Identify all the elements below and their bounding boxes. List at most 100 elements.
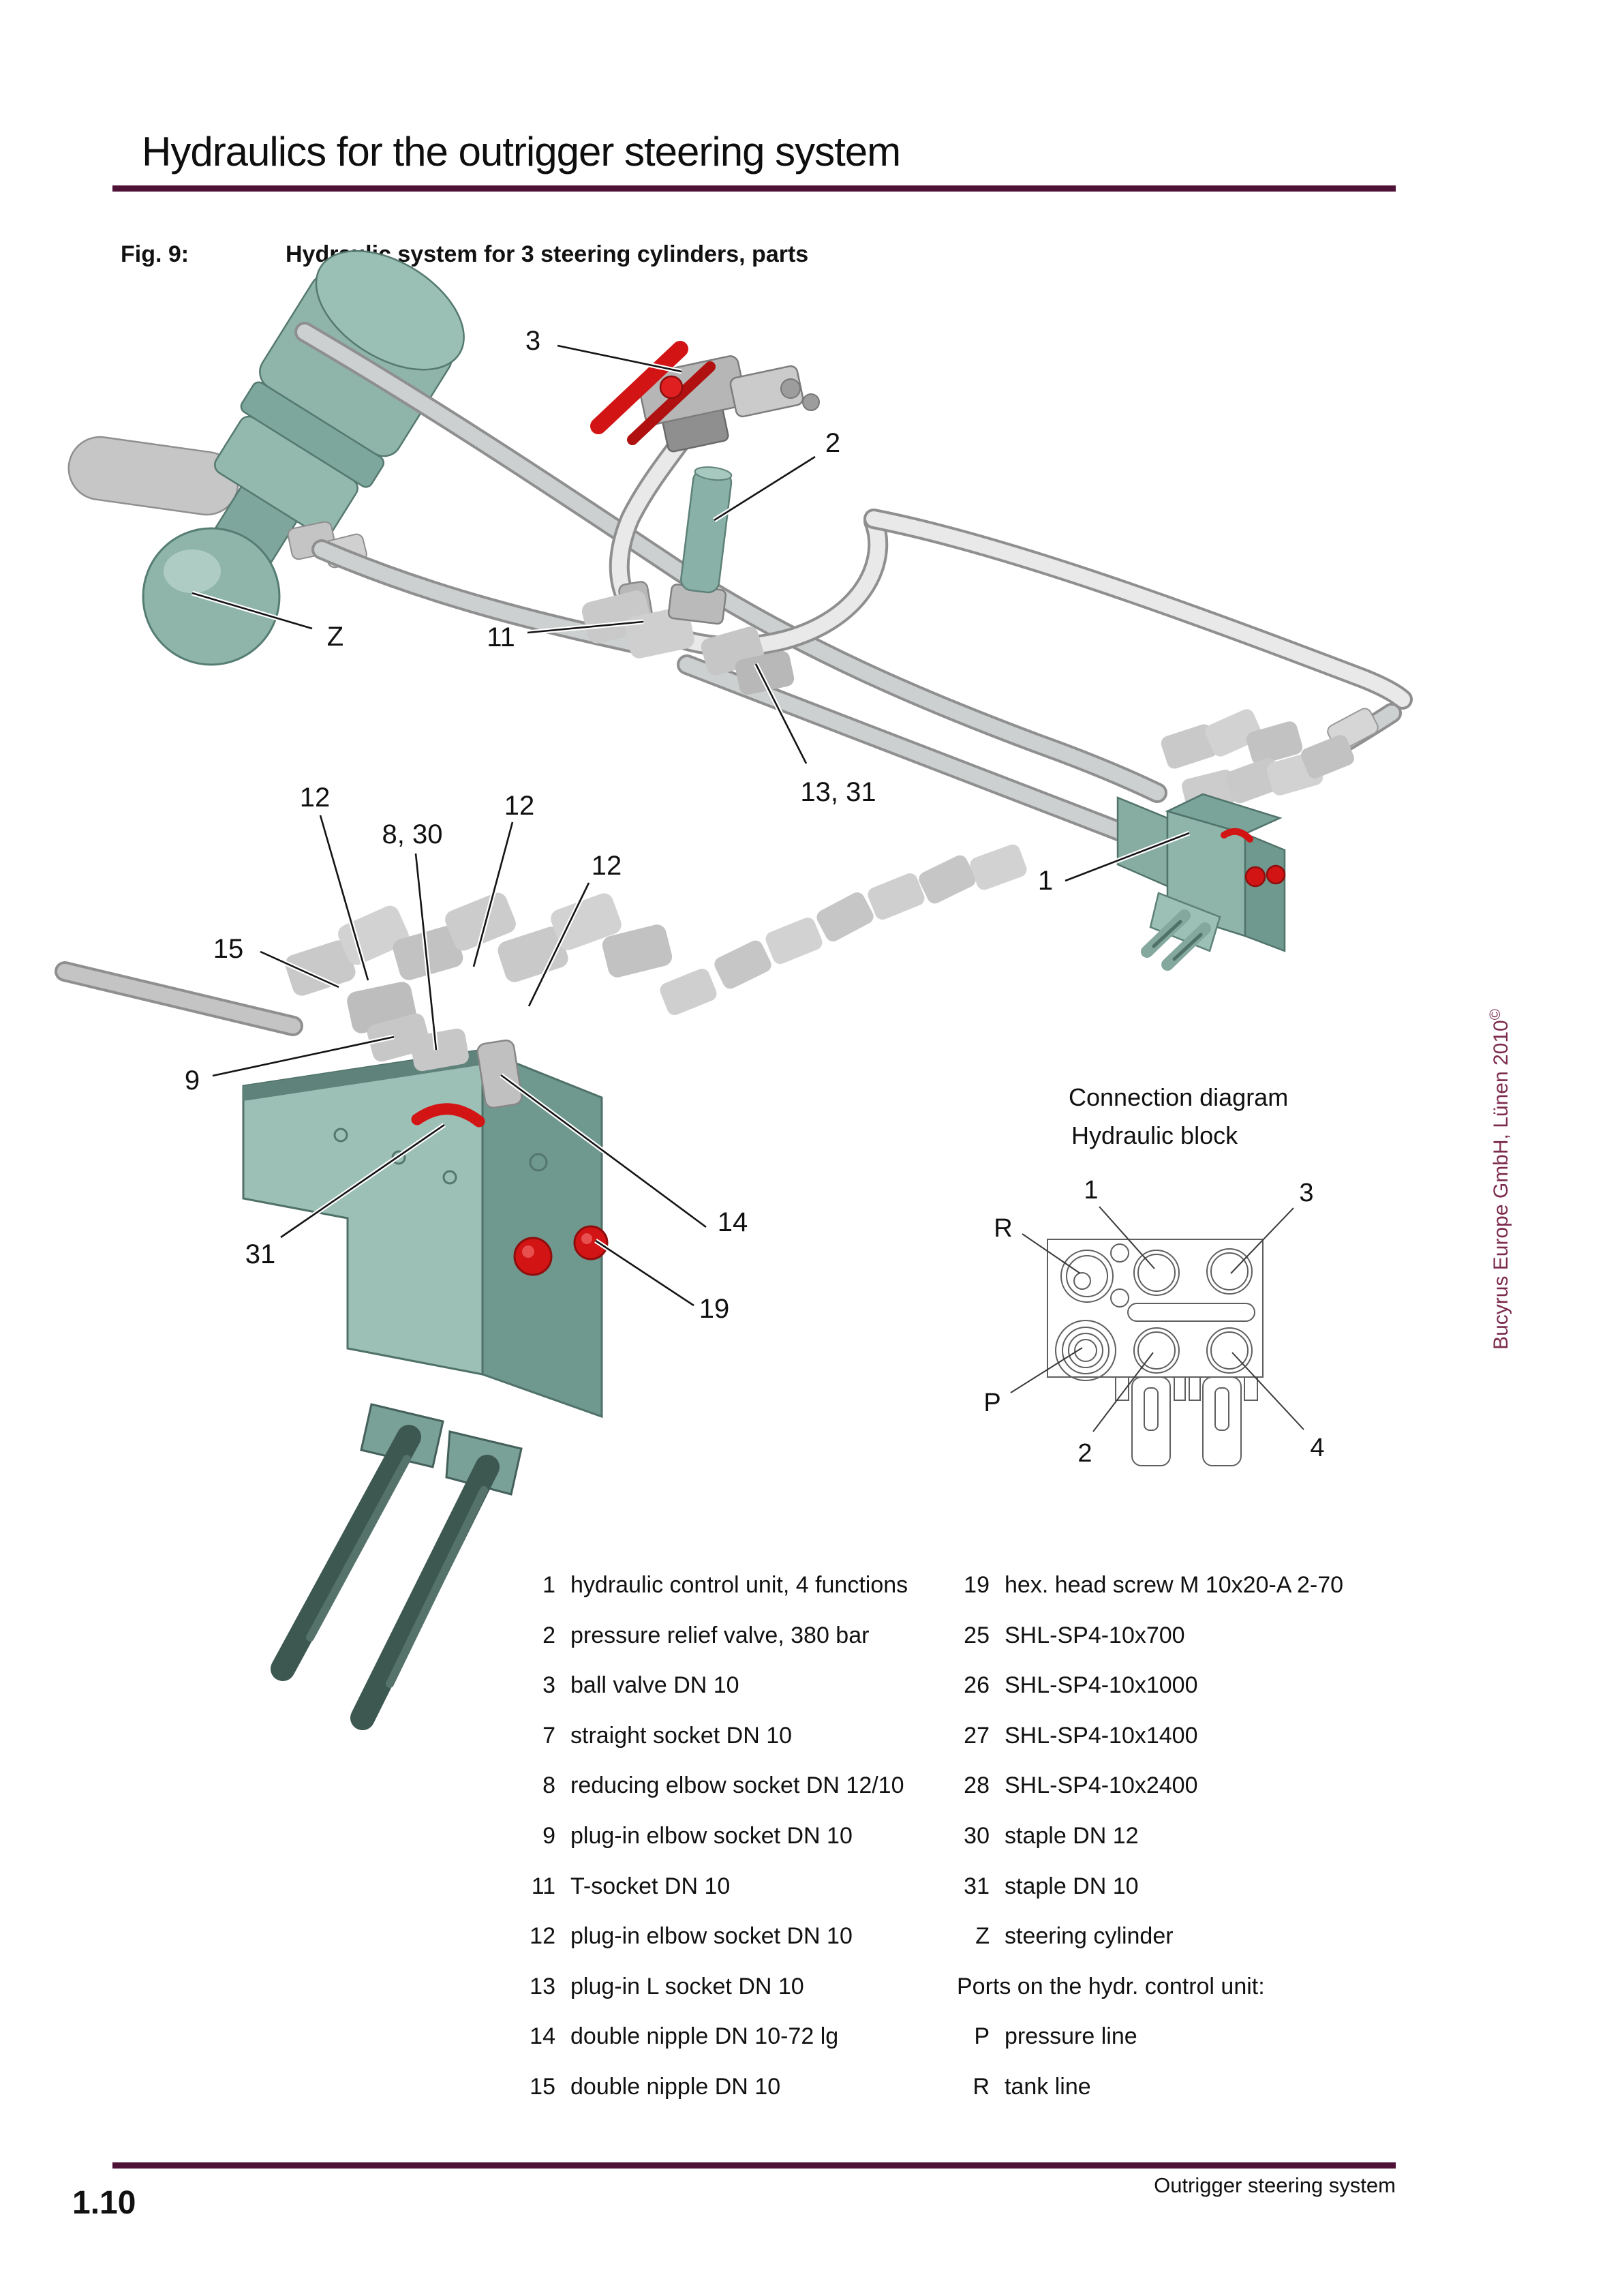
diagram-port-label: 3 xyxy=(1299,1179,1313,1207)
callout-label: 12 xyxy=(300,783,331,813)
part-row: 25 SHL-SP4-10x700 xyxy=(935,1622,1343,1673)
diagram-title-line1: Connection diagram xyxy=(1069,1083,1288,1111)
callout-label: 11 xyxy=(487,622,515,652)
main-valve-block xyxy=(55,842,1029,1730)
part-description: ball valve DN 10 xyxy=(570,1672,739,1699)
part-number: 9 xyxy=(542,1822,555,1849)
part-row: 9 plug-in elbow socket DN 10 xyxy=(501,1823,908,1873)
part-number: 13 xyxy=(530,1973,555,1999)
part-row: 1 hydraulic control unit, 4 functions xyxy=(501,1572,908,1622)
part-number: 25 xyxy=(964,1622,990,1648)
diagram-port-label: 4 xyxy=(1310,1434,1324,1462)
diagram-leader xyxy=(1230,1207,1294,1274)
callout-leader xyxy=(319,815,369,981)
part-number: 12 xyxy=(530,1923,555,1950)
part-description: T-socket DN 10 xyxy=(570,1873,731,1899)
page-title: Hydraulics for the outrigger steering sy… xyxy=(142,129,901,175)
part-row: 26 SHL-SP4-10x1000 xyxy=(935,1672,1343,1723)
callout-label: 12 xyxy=(592,851,622,881)
hydraulic-hoses xyxy=(294,322,1413,847)
part-number: 15 xyxy=(530,2073,555,2100)
part-description: pressure relief valve, 380 bar xyxy=(570,1622,870,1648)
red-cap-screw xyxy=(573,1225,609,1260)
callout-leader xyxy=(557,344,682,373)
part-description: SHL-SP4-10x2400 xyxy=(1005,1772,1198,1799)
callout-leader xyxy=(472,821,514,967)
diagram-port-label: P xyxy=(983,1389,1000,1417)
diagram-port-label: 1 xyxy=(1084,1176,1098,1205)
part-number: 19 xyxy=(964,1572,990,1598)
part-description: reducing elbow socket DN 12/10 xyxy=(570,1772,904,1799)
part-number: 3 xyxy=(542,1672,555,1699)
callout-leader xyxy=(714,455,816,522)
part-row: 31 staple DN 10 xyxy=(935,1873,1343,1924)
part-number: P xyxy=(974,2023,990,2050)
part-number: 2 xyxy=(542,1622,555,1648)
callout-label: 31 xyxy=(245,1239,276,1269)
part-description: hydraulic control unit, 4 functions xyxy=(570,1572,908,1598)
valve-handle xyxy=(590,341,688,434)
part-description: SHL-SP4-10x1400 xyxy=(1005,1722,1198,1749)
part-number: 11 xyxy=(531,1873,555,1899)
part-row: 13 plug-in L socket DN 10 xyxy=(501,1974,908,2024)
steering-cylinder-illustration xyxy=(67,250,465,666)
callout-label: 1 xyxy=(1038,866,1053,896)
t-socket-fittings xyxy=(579,581,796,697)
part-description: plug-in L socket DN 10 xyxy=(570,1973,804,1999)
diagram-leader xyxy=(1010,1347,1083,1393)
part-row: 28 SHL-SP4-10x2400 xyxy=(935,1772,1343,1823)
part-row: Ports on the hydr. control unit: xyxy=(935,1974,1343,2024)
red-cap-screw xyxy=(513,1237,553,1276)
callout-label: 12 xyxy=(504,791,535,821)
part-number: 7 xyxy=(542,1722,555,1749)
callout-leader xyxy=(260,950,339,988)
part-number: Z xyxy=(975,1923,990,1950)
callout-label: Z xyxy=(327,622,343,652)
callout-leader xyxy=(527,620,644,634)
parts-list-left-column: 1 hydraulic control unit, 4 functions 2 … xyxy=(501,1572,908,2124)
callout-label: 13, 31 xyxy=(800,777,876,807)
figure-label: Fig. 9: xyxy=(121,241,189,267)
footer-section-title: Outrigger steering system xyxy=(1154,2173,1396,2197)
callout-leader xyxy=(527,882,590,1007)
callout-leader xyxy=(212,1036,395,1077)
part-description: SHL-SP4-10x700 xyxy=(1005,1622,1185,1648)
part-description: staple DN 12 xyxy=(1005,1822,1139,1849)
piston-rod xyxy=(67,436,239,516)
part-number: 8 xyxy=(542,1772,555,1799)
part-description: Ports on the hydr. control unit: xyxy=(957,1973,1265,1999)
copyright-symbol: © xyxy=(1486,1009,1503,1021)
part-row: 7 straight socket DN 10 xyxy=(501,1723,908,1773)
part-number: 31 xyxy=(964,1873,990,1899)
callout-leader xyxy=(280,1123,445,1239)
part-row: R tank line xyxy=(935,2074,1343,2124)
part-number: 30 xyxy=(964,1822,990,1849)
part-row: 2 pressure relief valve, 380 bar xyxy=(501,1622,908,1673)
part-description: double nipple DN 10 xyxy=(570,2073,781,2100)
copyright-note: Bucyrus Europe GmbH, Lünen 2010© xyxy=(1486,920,1516,1438)
part-row: 8 reducing elbow socket DN 12/10 xyxy=(501,1772,908,1823)
part-description: steering cylinder xyxy=(1005,1923,1174,1950)
page-number: 1.10 xyxy=(72,2185,136,2221)
part-number: R xyxy=(973,2073,990,2100)
part-description: hex. head screw M 10x20-A 2-70 xyxy=(1005,1572,1344,1598)
callout-leader xyxy=(192,592,313,630)
callout-leader xyxy=(414,853,438,1051)
part-row: 15 double nipple DN 10 xyxy=(501,2074,908,2124)
part-description: plug-in elbow socket DN 10 xyxy=(570,1923,853,1950)
parts-list-right-column: 19 hex. head screw M 10x20-A 2-70 25 SHL… xyxy=(935,1572,1343,2124)
part-number: 27 xyxy=(964,1722,990,1749)
part-row: Z steering cylinder xyxy=(935,1923,1343,1974)
part-description: plug-in elbow socket DN 10 xyxy=(570,1822,853,1849)
part-number: 14 xyxy=(530,2023,555,2050)
footer-rule xyxy=(112,2162,1396,2169)
diagram-leader xyxy=(1099,1206,1155,1269)
double-nipple xyxy=(476,1039,523,1109)
part-number: 26 xyxy=(964,1672,990,1699)
part-description: straight socket DN 10 xyxy=(570,1722,793,1749)
pressure-relief-valve xyxy=(667,466,733,625)
part-number: 1 xyxy=(542,1572,555,1598)
